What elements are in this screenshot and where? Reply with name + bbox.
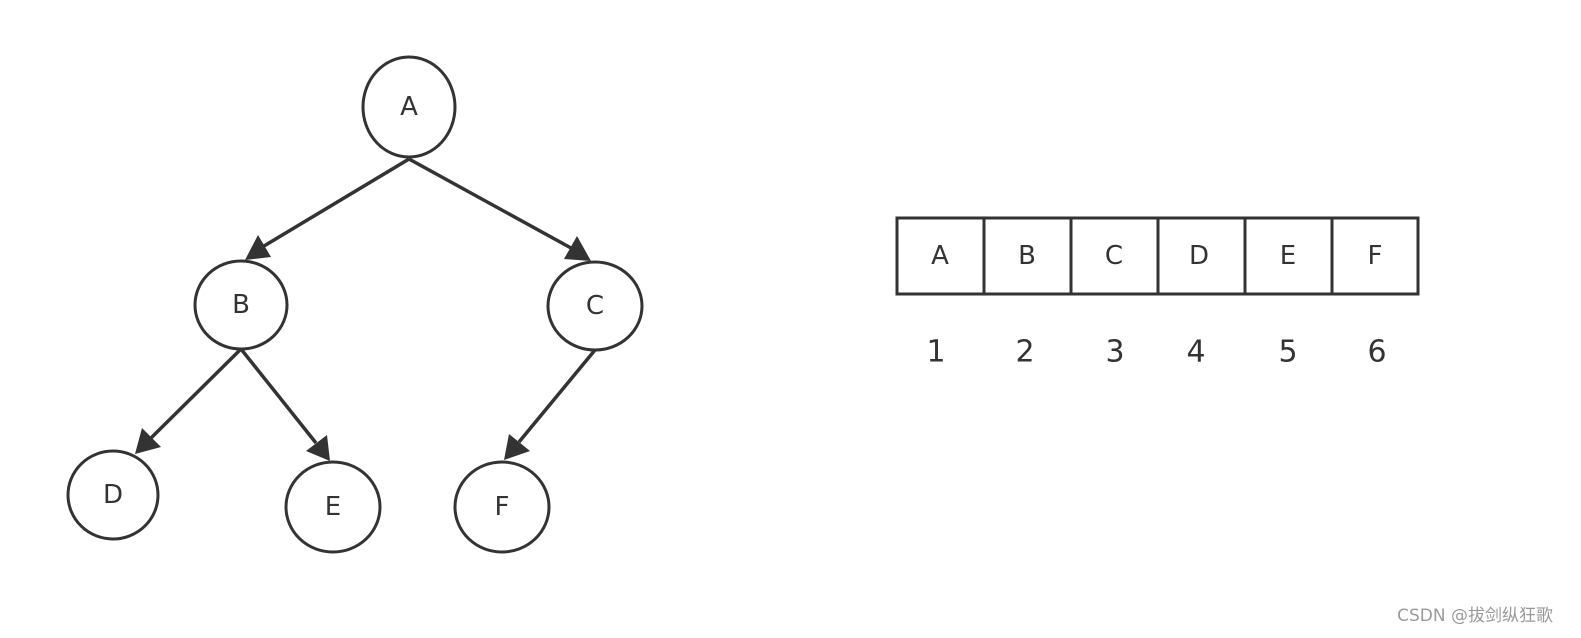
tree-node-e: E <box>284 460 382 554</box>
array-index-label: 5 <box>1278 335 1297 370</box>
array-cell-label: D <box>1189 241 1209 271</box>
edge-a-b <box>245 157 410 260</box>
edge-a-c <box>408 157 591 261</box>
array-index-label: 4 <box>1186 335 1205 370</box>
array-cell-2: B <box>982 216 1073 296</box>
watermark: CSDN @拔剑纵狂歌 <box>1397 606 1553 626</box>
array-indices: 1 2 3 4 5 6 <box>926 335 1386 370</box>
array-cell-label: C <box>1105 241 1123 271</box>
tree-node-label: C <box>586 291 604 321</box>
array-cell-label: A <box>931 241 949 271</box>
tree-node-label: F <box>495 492 510 522</box>
tree-nodes: A B C D E F <box>66 55 644 554</box>
tree-node-label: A <box>400 92 418 122</box>
array-index-label: 2 <box>1015 335 1034 370</box>
tree-node-label: D <box>103 480 123 510</box>
tree-node-d: D <box>66 449 160 541</box>
array-cell-1: A <box>895 216 986 296</box>
array-cell-4: D <box>1156 216 1247 296</box>
array-cell-5: E <box>1243 216 1334 296</box>
array-index-label: 6 <box>1367 335 1386 370</box>
tree-edges <box>135 157 597 461</box>
edge-c-f <box>504 348 597 460</box>
tree-node-c: C <box>546 260 644 352</box>
edge-b-e <box>239 347 330 461</box>
tree-node-f: F <box>453 460 551 554</box>
array-cell-label: E <box>1280 241 1296 271</box>
edge-b-d <box>135 347 243 454</box>
tree-node-a: A <box>361 55 457 159</box>
array-cells: A B C D E F <box>895 216 1420 296</box>
array-cell-label: B <box>1018 241 1036 271</box>
array-cell-3: C <box>1069 216 1160 296</box>
array-index-label: 3 <box>1105 335 1124 370</box>
tree-node-b: B <box>193 259 289 351</box>
array-cell-6: F <box>1330 216 1420 296</box>
tree-node-label: B <box>232 290 250 320</box>
tree-node-label: E <box>325 492 341 522</box>
array-cell-label: F <box>1368 241 1383 271</box>
array-index-label: 1 <box>926 335 945 370</box>
